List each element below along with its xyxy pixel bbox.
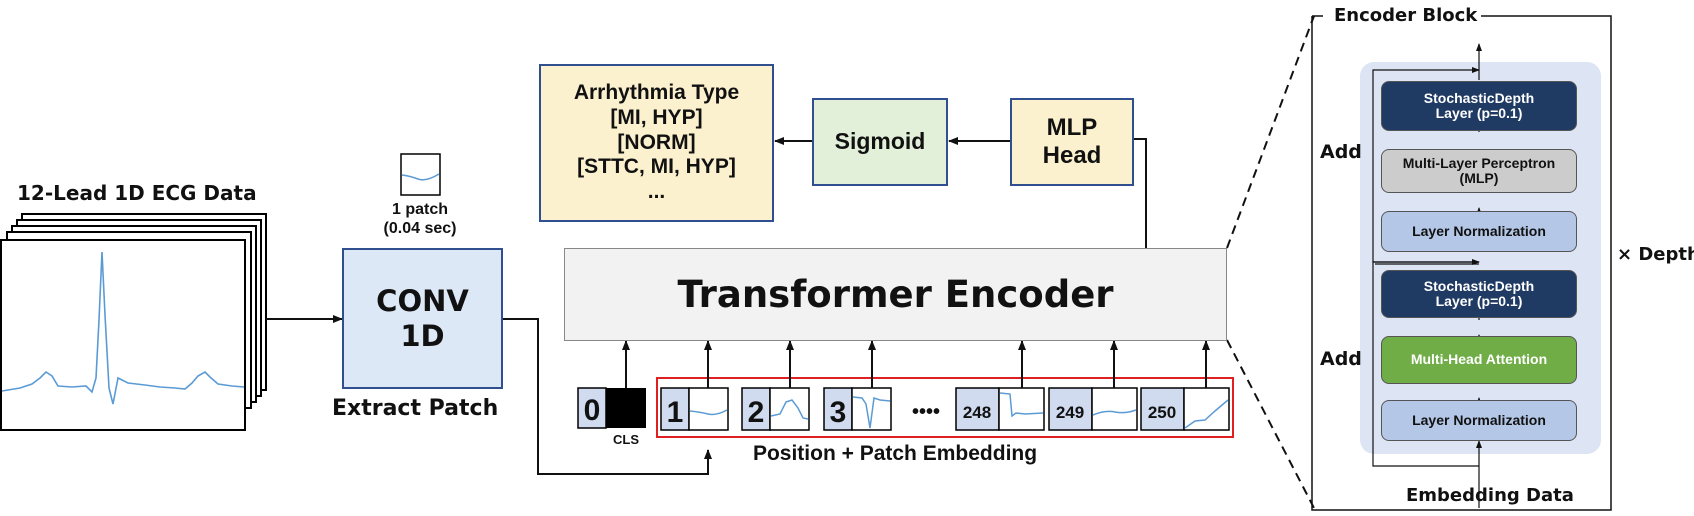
ecg-stack (0, 213, 267, 431)
conv1d-box: CONV 1D (342, 248, 503, 389)
cls-label: CLS (613, 432, 639, 447)
add-label-top: Add (1320, 141, 1362, 163)
arrhythmia-output-box: Arrhythmia Type [MI, HYP] [NORM] [STTC, … (539, 64, 774, 222)
patch-icon (400, 153, 441, 196)
stochastic-depth-bottom-line1: StochasticDepth (1423, 277, 1535, 294)
transformer-encoder-label: Transformer Encoder (677, 272, 1114, 316)
extract-patch-caption: Extract Patch (332, 396, 499, 421)
token-label-2: 2 (748, 396, 765, 429)
token-label-250: 250 (1148, 403, 1176, 422)
output-line-5: ... (647, 180, 666, 204)
stochastic-depth-top: StochasticDepth Layer (p=0.1) (1381, 81, 1577, 131)
zoom-line-top (1226, 15, 1315, 249)
mlp-layer-line2: (MLP) (1459, 170, 1499, 186)
stochastic-depth-top-line2: Layer (p=0.1) (1435, 105, 1523, 121)
ecg-title: 12-Lead 1D ECG Data (17, 181, 257, 205)
embedding-frame (656, 377, 1234, 438)
transformer-encoder-box: Transformer Encoder (564, 248, 1227, 341)
token-250 (1140, 387, 1230, 431)
ecg-front-sheet (0, 239, 246, 431)
mlp-layer: Multi-Layer Perceptron (MLP) (1381, 149, 1577, 193)
sigmoid-box: Sigmoid (812, 98, 948, 186)
arrow-conv-to-embedding (503, 318, 712, 475)
embedding-caption: Position + Patch Embedding (753, 442, 1037, 465)
depth-label: × Depth (1617, 244, 1694, 265)
cls-token (577, 387, 646, 429)
patch-label: 1 patch (0.04 sec) (340, 198, 500, 242)
output-line-4: [STTC, MI, HYP] (577, 155, 736, 179)
conv1d-line1: CONV (376, 284, 469, 319)
stochastic-depth-bottom-line2: Layer (p=0.1) (1435, 293, 1523, 309)
ellipsis: •••• (912, 401, 940, 423)
patch-label-line2: (0.04 sec) (383, 220, 457, 237)
mlp-head-box: MLP Head (1010, 98, 1134, 186)
stochastic-depth-bottom: StochasticDepth Layer (p=0.1) (1381, 270, 1577, 318)
output-line-2: [MI, HYP] (610, 105, 703, 129)
stochastic-depth-top-line1: StochasticDepth (1423, 89, 1535, 106)
layer-norm-top-label: Layer Normalization (1412, 222, 1546, 239)
encoder-block-title: Encoder Block (1330, 5, 1482, 26)
token-248 (955, 387, 1045, 431)
multi-head-attention-label: Multi-Head Attention (1410, 351, 1548, 368)
token-2 (741, 387, 810, 431)
token-label-3: 3 (830, 396, 847, 429)
conv1d-line2: 1D (400, 318, 445, 353)
multi-head-attention: Multi-Head Attention (1381, 336, 1577, 384)
layer-norm-top: Layer Normalization (1381, 211, 1577, 252)
patch-label-line1: 1 patch (391, 201, 448, 219)
ecg-waveform (1, 251, 245, 405)
mlp-head-line2: Head (1042, 142, 1102, 169)
cls-index: 0 (584, 394, 601, 427)
layer-norm-bottom: Layer Normalization (1381, 400, 1577, 441)
layer-norm-bottom-label: Layer Normalization (1412, 411, 1546, 428)
token-3 (823, 387, 892, 431)
embedding-data-label: Embedding Data (1406, 485, 1574, 506)
encoder-block-frame (1311, 15, 1612, 511)
sigmoid-label: Sigmoid (834, 128, 926, 155)
token-label-1: 1 (667, 396, 684, 429)
mlp-layer-line1: Multi-Layer Perceptron (1402, 154, 1556, 171)
token-label-249: 249 (1056, 403, 1084, 422)
add-label-bottom: Add (1320, 348, 1362, 370)
arrow-transformer-to-mlp (1134, 138, 1147, 248)
mlp-head-line1: MLP (1046, 113, 1098, 141)
output-line-1: Arrhythmia Type (573, 81, 740, 105)
output-line-3: [NORM] (617, 130, 696, 154)
zoom-line-bottom (1226, 339, 1315, 509)
token-249 (1048, 387, 1138, 431)
token-label-248: 248 (963, 403, 991, 422)
token-arrows (622, 340, 1210, 388)
